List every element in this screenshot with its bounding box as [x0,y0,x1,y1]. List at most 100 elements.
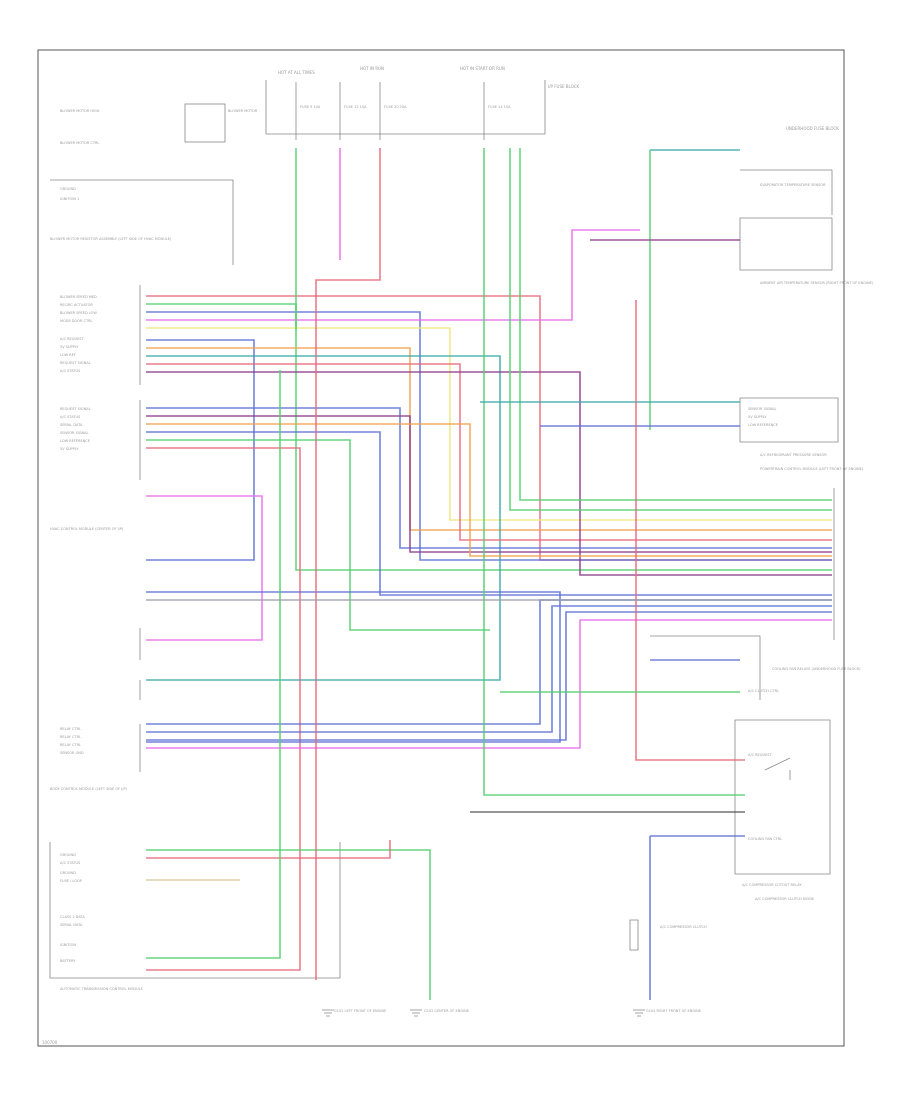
pin-label: MODE DOOR CTRL [60,319,93,323]
ground-symbol [322,1009,334,1017]
pin-label: A/C REQUEST [748,753,773,757]
fuse-label: FUSE 9 10A [300,105,321,109]
ground-label: G101 LEFT FRONT OF ENGINE [334,1009,386,1013]
pin-label: 5V SUPPLY [60,447,79,451]
pin-label: 5V SUPPLY [60,345,79,349]
page-id: 100700 [42,1040,58,1045]
pin-label: BLOWER SPEED LOW [60,311,97,315]
pin-label: IGNITION [60,943,76,947]
wire [146,591,561,743]
ambient-sensor-outline [739,217,833,271]
wire-harness [146,148,832,1000]
cutout-relay-switch [764,757,791,780]
evap-sensor-label: EVAPORATOR TEMPERATURE SENSOR [760,183,826,187]
wire [483,148,745,796]
wire [146,447,301,971]
pin-label: SENSOR SIGNAL [748,407,777,411]
wire [146,370,281,959]
wire [146,439,490,631]
pin-label: A/C REQUEST [60,337,85,341]
pin-label: A/C STATUS [60,369,81,373]
pin-label: SERIAL DATA [60,923,83,927]
clutch-coil [629,919,639,951]
pin-label: COOLING FAN CTRL [748,837,782,841]
tcm-label: AUTOMATIC TRANSMISSION CONTROL MODULE [60,987,143,991]
pin-label: LOW REFERENCE [60,439,90,443]
hvac-module-label: HVAC CONTROL MODULE (CENTER OF I/P) [50,527,124,531]
ground-label: G104 RIGHT FRONT OF ENGINE [646,1009,701,1013]
fuse-label: FUSE 12 15A [344,105,367,109]
pin-label: GROUND [60,187,76,191]
wire [519,148,832,501]
fuse-label: FUSE 14 10A [488,105,511,109]
pin-label: GROUND [60,853,76,857]
evap-sensor-outline [740,169,833,215]
pin-label: GROUND [60,871,76,875]
pin-label: SENSOR SIGNAL [60,431,89,435]
pin-label: REQUEST SIGNAL [60,361,91,365]
wire [146,363,832,541]
cutout-relay-outline [734,719,831,875]
tcm-pin-labels: GROUND A/C STATUS GROUND FUSE / LOOP CLASS 2… [60,853,85,963]
pin-label: RELAY CTRL [60,735,81,739]
wire [146,347,832,531]
wire [146,229,640,321]
pin-label: 5V SUPPLY [748,415,767,419]
ground-symbol [633,1009,645,1017]
label-fuse-block: I/P FUSE BLOCK [548,84,580,89]
ground-symbol [410,1009,422,1017]
pin-label: BLOWER SPEED MED [60,295,97,299]
blower-motor-label: BLOWER MOTOR [228,109,258,113]
pcm-label: POWERTRAIN CONTROL MODULE (LEFT FRONT OF… [760,467,864,471]
wire [146,495,263,641]
wire [146,355,501,681]
pin-label: A/C STATUS [60,861,81,865]
diagram-border [37,49,845,1047]
blower-motor-box [184,103,226,143]
pin-label: RELAY CTRL [60,743,81,747]
wire [146,619,832,749]
pin-label: REQUEST SIGNAL [60,407,91,411]
right-pin-labels: SENSOR SIGNAL 5V SUPPLY LOW REFERENCE A/C C… [748,407,782,841]
pin-label: FUSE / LOOP [60,879,82,883]
label-hot-all: HOT AT ALL TIMES [278,70,315,75]
wire [649,835,745,1000]
wire [146,599,832,725]
ground-label: G102 CENTER OF ENGINE [424,1009,469,1013]
fan-relays-outline [650,635,761,700]
pin-label: SENSOR GND [60,751,84,755]
blower-resistor-label: BLOWER MOTOR RESISTOR ASSEMBLY (LEFT SID… [50,237,172,241]
wire [146,849,431,1000]
wire [315,148,381,980]
pin-label: LOW REFERENCE [748,423,778,427]
wire [635,300,745,761]
pressure-sensor-label: A/C REFRIGERANT PRESSURE SENSOR [760,453,827,457]
fuse-block-outline [265,80,546,135]
pin-label: LOW REF [60,353,76,357]
wire [146,407,832,549]
wire [146,339,255,561]
pin-label: BLOWER MOTOR HIGH [60,109,100,113]
pin-label: RECIRC ACTUATOR [60,303,93,307]
label-underhood: UNDERHOOD FUSE BLOCK [786,126,839,131]
wire [146,611,832,741]
pin-label: A/C CLUTCH CTRL [748,689,779,693]
label-hot-start: HOT IN START OR RUN [460,66,505,71]
wire [146,840,391,859]
wire [146,423,832,557]
blower-resistor-outline [50,179,234,265]
label-hot-run: HOT IN RUN [360,66,384,71]
wire [146,431,832,596]
bcm-label: BODY CONTROL MODULE (LEFT SIDE OF I/P) [50,787,128,791]
wire [146,371,832,576]
fuse-label: FUSE 20 20A [384,105,407,109]
wire [509,148,832,511]
pin-label: CLASS 2 DATA [60,915,85,919]
pressure-sensor-outline [739,397,839,443]
pin-label: BLOWER MOTOR CTRL [60,141,99,145]
wire [146,605,832,733]
clutch-diode-label: A/C COMPRESSOR CLUTCH DIODE [755,897,814,901]
wire [146,311,832,561]
